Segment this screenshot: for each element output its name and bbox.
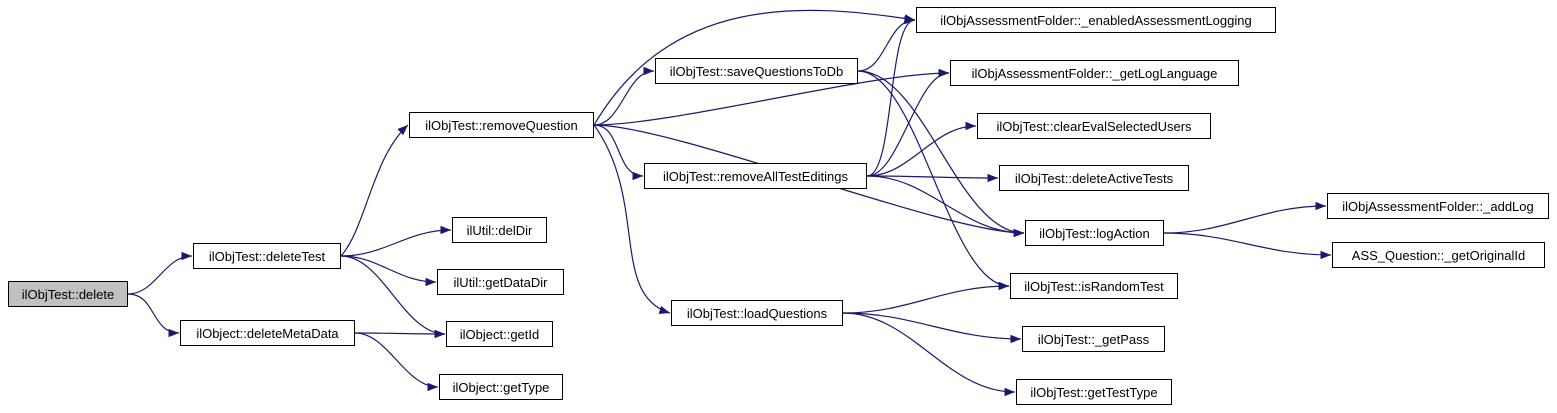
edge-delete-deleteTest <box>127 251 193 295</box>
graph-node-getType[interactable]: ilObject::getType <box>439 374 563 400</box>
edge-saveQuestionsToDb-isRandomTest <box>857 70 1010 291</box>
graph-node-getOriginalId[interactable]: ASS_Question::_getOriginalId <box>1332 242 1545 268</box>
edge-logAction-addLog <box>1163 201 1327 234</box>
graph-node-removeQuestion[interactable]: ilObjTest::removeQuestion <box>409 112 594 138</box>
graph-node-getId[interactable]: ilObject::getId <box>446 321 553 347</box>
graph-node-label: ilObjTest::clearEvalSelectedUsers <box>996 118 1192 134</box>
graph-node-label: ilObjTest::loadQuestions <box>686 305 828 321</box>
edge-removeAllTestEditings-deleteActiveTests <box>866 173 999 183</box>
graph-node-label: ilObject::getId <box>459 326 540 342</box>
graph-node-label: ilObjTest::logAction <box>1039 225 1150 241</box>
graph-node-delete: ilObjTest::delete <box>8 281 128 307</box>
edge-removeQuestion-loadQuestions <box>593 124 671 314</box>
graph-node-isRandomTest[interactable]: ilObjTest::isRandomTest <box>1010 273 1178 299</box>
graph-node-label: ilObjTest::saveQuestionsToDb <box>669 63 844 79</box>
graph-node-label: ilObject::deleteMetaData <box>196 325 339 341</box>
edge-removeAllTestEditings-enabledLogging <box>866 15 916 177</box>
edge-removeAllTestEditings-logAction <box>866 175 1025 238</box>
graph-node-label: ilObjTest::getTestType <box>1030 384 1158 400</box>
edge-removeQuestion-enabledLogging <box>593 9 916 126</box>
graph-node-loadQuestions[interactable]: ilObjTest::loadQuestions <box>671 300 843 326</box>
graph-node-label: ilObjTest::removeAllTestEditings <box>663 168 848 184</box>
graph-node-label: ilObjAssessmentFolder::_addLog <box>1342 198 1534 214</box>
graph-node-addLog[interactable]: ilObjAssessmentFolder::_addLog <box>1327 193 1549 219</box>
graph-node-getDataDir[interactable]: ilUtil::getDataDir <box>437 269 564 295</box>
graph-node-label: ilObjTest::delete <box>21 286 115 302</box>
edge-loadQuestions-getTestType <box>842 312 1016 397</box>
graph-node-getTestType[interactable]: ilObjTest::getTestType <box>1016 379 1172 405</box>
graph-node-deleteTest[interactable]: ilObjTest::deleteTest <box>193 243 341 269</box>
edge-logAction-getOriginalId <box>1163 232 1332 260</box>
graph-node-label: ilObjTest::_getPass <box>1037 331 1150 347</box>
graph-node-logAction[interactable]: ilObjTest::logAction <box>1025 220 1164 246</box>
edge-removeQuestion-saveQuestionsToDb <box>593 66 655 126</box>
graph-node-deleteMetaData[interactable]: ilObject::deleteMetaData <box>180 320 355 346</box>
graph-node-label: ilObjTest::deleteTest <box>208 248 326 264</box>
edge-removeQuestion-getLogLanguage <box>593 68 950 126</box>
edge-delete-deleteMetaData <box>127 293 180 338</box>
graph-node-enabledLogging[interactable]: ilObjAssessmentFolder::_enabledAssessmen… <box>916 7 1276 33</box>
graph-node-label: ilObject::getType <box>452 379 550 395</box>
graph-node-label: ilObjTest::removeQuestion <box>425 117 578 133</box>
graph-node-delDir[interactable]: ilUtil::delDir <box>452 217 547 243</box>
edge-deleteMetaData-getType <box>354 332 439 392</box>
edge-deleteTest-getId <box>340 255 446 339</box>
edge-deleteTest-removeQuestion <box>340 124 409 257</box>
graph-node-label: ilObjAssessmentFolder::_enabledAssessmen… <box>940 12 1252 28</box>
edge-removeAllTestEditings-getLogLanguage <box>866 68 950 177</box>
edge-loadQuestions-getPass <box>842 312 1022 344</box>
edge-saveQuestionsToDb-logAction <box>857 70 1025 238</box>
graph-node-getLogLanguage[interactable]: ilObjAssessmentFolder::_getLogLanguage <box>950 60 1239 86</box>
edge-loadQuestions-isRandomTest <box>842 281 1010 314</box>
graph-node-removeAllTestEditings[interactable]: ilObjTest::removeAllTestEditings <box>644 163 867 189</box>
edge-deleteMetaData-getId <box>354 329 446 339</box>
graph-node-getPass[interactable]: ilObjTest::_getPass <box>1022 326 1165 352</box>
graph-node-label: ilUtil::delDir <box>466 222 533 238</box>
graph-node-label: ASS_Question::_getOriginalId <box>1351 247 1526 263</box>
edge-removeQuestion-removeAllTestEditings <box>593 124 644 181</box>
edge-deleteTest-delDir <box>340 225 452 257</box>
graph-node-label: ilObjTest::isRandomTest <box>1024 278 1164 294</box>
graph-node-label: ilObjTest::deleteActiveTests <box>1014 170 1174 186</box>
graph-node-deleteActiveTests[interactable]: ilObjTest::deleteActiveTests <box>999 165 1189 191</box>
graph-node-clearEvalSelectedUsers[interactable]: ilObjTest::clearEvalSelectedUsers <box>977 113 1211 139</box>
graph-node-saveQuestionsToDb[interactable]: ilObjTest::saveQuestionsToDb <box>655 58 858 84</box>
graph-node-label: ilObjAssessmentFolder::_getLogLanguage <box>971 65 1218 81</box>
edge-removeAllTestEditings-clearEvalSelectedUsers <box>866 121 977 177</box>
graph-node-label: ilUtil::getDataDir <box>453 274 548 290</box>
edge-deleteTest-getDataDir <box>340 255 437 287</box>
